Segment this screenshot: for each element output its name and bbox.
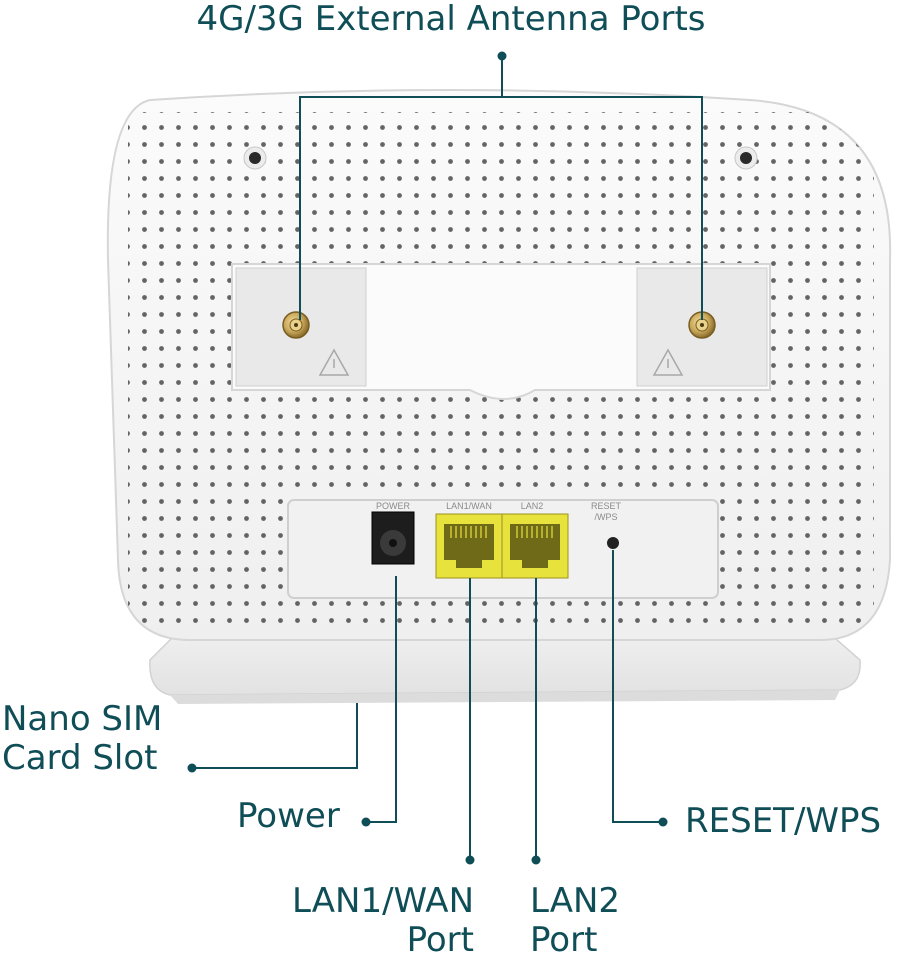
title-antenna-ports: 4G/3G External Antenna Ports — [196, 0, 706, 39]
warning-triangle-icon — [652, 348, 684, 376]
leader-lines — [192, 58, 703, 860]
silk-reset-2: /WPS — [594, 512, 617, 522]
antenna-connector-icon — [282, 311, 310, 339]
callout-sim: Nano SIM Card Slot — [2, 699, 163, 779]
callout-lan1-line2: Port — [406, 920, 474, 960]
callout-reset: RESET/WPS — [685, 801, 882, 841]
silk-lan2: LAN2 — [521, 501, 544, 511]
lan2-port — [501, 513, 569, 579]
callout-lan1-line1: LAN1/WAN — [292, 881, 474, 921]
lan1-wan-port — [435, 513, 503, 579]
silk-power: POWER — [376, 501, 411, 511]
silk-lan1: LAN1/WAN — [446, 501, 492, 511]
callout-lan2-line2: Port — [530, 920, 598, 960]
reset-pinhole — [607, 537, 619, 549]
callout-lan2-line1: LAN2 — [530, 881, 621, 921]
antenna-connector-icon — [688, 311, 716, 339]
silk-reset-1: RESET — [591, 501, 622, 511]
warning-triangle-icon — [318, 348, 350, 376]
callout-lan1: LAN1/WAN Port — [278, 881, 474, 960]
callout-sim-line2: Card Slot — [2, 738, 158, 779]
callout-lan2: LAN2 Port — [530, 881, 621, 960]
callout-dot-icon — [187, 51, 668, 865]
callout-power: Power — [237, 796, 340, 836]
callout-sim-line1: Nano SIM — [2, 699, 163, 739]
stand-foot-shadow — [170, 690, 840, 704]
